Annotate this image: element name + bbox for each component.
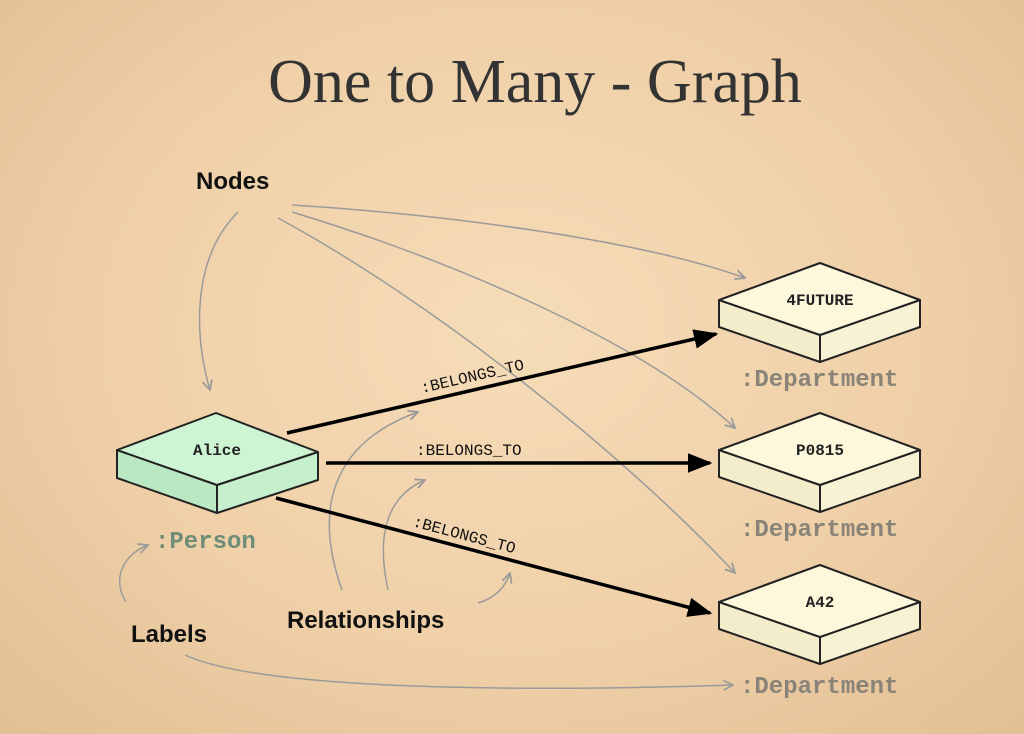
department-node-name: P0815: [796, 442, 844, 460]
department-label: :Department: [740, 674, 898, 701]
relationships-callout: Relationships: [287, 607, 444, 634]
department-node-p0815[interactable]: P0815: [718, 412, 921, 513]
callout-arrows: [118, 204, 745, 688]
department-node-a42[interactable]: A42: [718, 564, 921, 665]
relationship-label-2: :BELONGS_TO: [416, 442, 522, 460]
person-node[interactable]: Alice: [116, 412, 319, 514]
department-node-name: A42: [806, 594, 835, 612]
department-node-4future[interactable]: 4FUTURE: [718, 262, 921, 363]
person-label: :Person: [155, 529, 256, 556]
relationship-label-3: :BELONGS_TO: [411, 513, 518, 558]
department-label: :Department: [740, 517, 898, 544]
slide-title: One to Many - Graph: [268, 48, 802, 116]
labels-callout: Labels: [131, 621, 207, 648]
relationship-arrow-1: [286, 329, 719, 435]
department-label: :Department: [740, 367, 898, 394]
person-node-name: Alice: [193, 442, 241, 460]
relationship-arrow-3: [275, 496, 713, 617]
department-node-name: 4FUTURE: [786, 292, 853, 310]
nodes-callout: Nodes: [196, 168, 269, 195]
